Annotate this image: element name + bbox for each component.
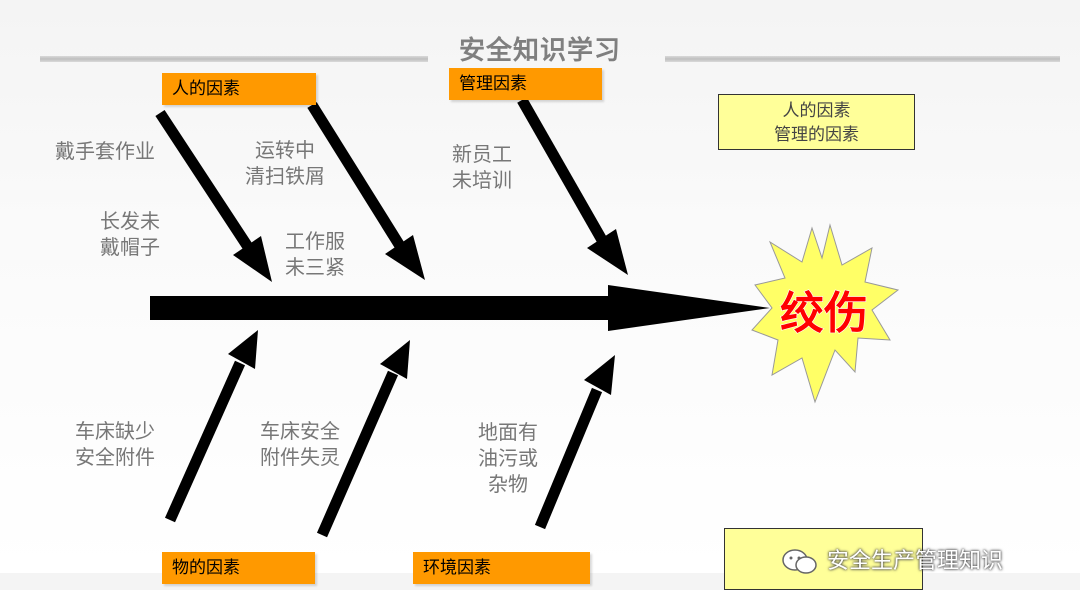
bone-people-2 — [307, 102, 425, 280]
effect-burst — [751, 223, 900, 404]
category-management: 管理因素 — [449, 68, 602, 100]
bone-material-1 — [164, 330, 258, 523]
category-environment: 环境因素 — [413, 552, 590, 584]
bone-people-1 — [155, 109, 272, 282]
cause-floor: 地面有油污或杂物 — [478, 420, 538, 496]
bone-environment — [534, 355, 615, 530]
cause-hair: 长发未戴帽子 — [100, 209, 160, 259]
cause-gloves: 戴手套作业 — [55, 139, 155, 163]
cause-cleaning: 运转中清扫铁屑 — [245, 138, 325, 188]
title-rule-right — [665, 56, 1060, 62]
spine-arrow — [150, 285, 770, 331]
watermark: 安全生产管理知识 — [780, 543, 1003, 577]
title-rule-left — [40, 56, 428, 62]
cause-lathe-fail: 车床安全附件失灵 — [260, 419, 340, 469]
wechat-icon — [782, 549, 817, 574]
bone-material-2 — [316, 340, 410, 538]
bone-management — [517, 97, 628, 275]
cause-clothes: 工作服未三紧 — [285, 229, 345, 279]
category-material: 物的因素 — [162, 552, 315, 584]
cause-training: 新员工未培训 — [452, 142, 512, 192]
effect-label: 绞伤 — [780, 288, 868, 339]
legend-box-top: 人的因素管理的因素 — [718, 94, 915, 150]
fishbone-diagram: 绞伤 — [150, 97, 900, 538]
page-title: 安全知识学习 — [458, 36, 621, 66]
cause-lathe-missing: 车床缺少安全附件 — [75, 419, 155, 469]
category-people: 人的因素 — [162, 73, 316, 105]
